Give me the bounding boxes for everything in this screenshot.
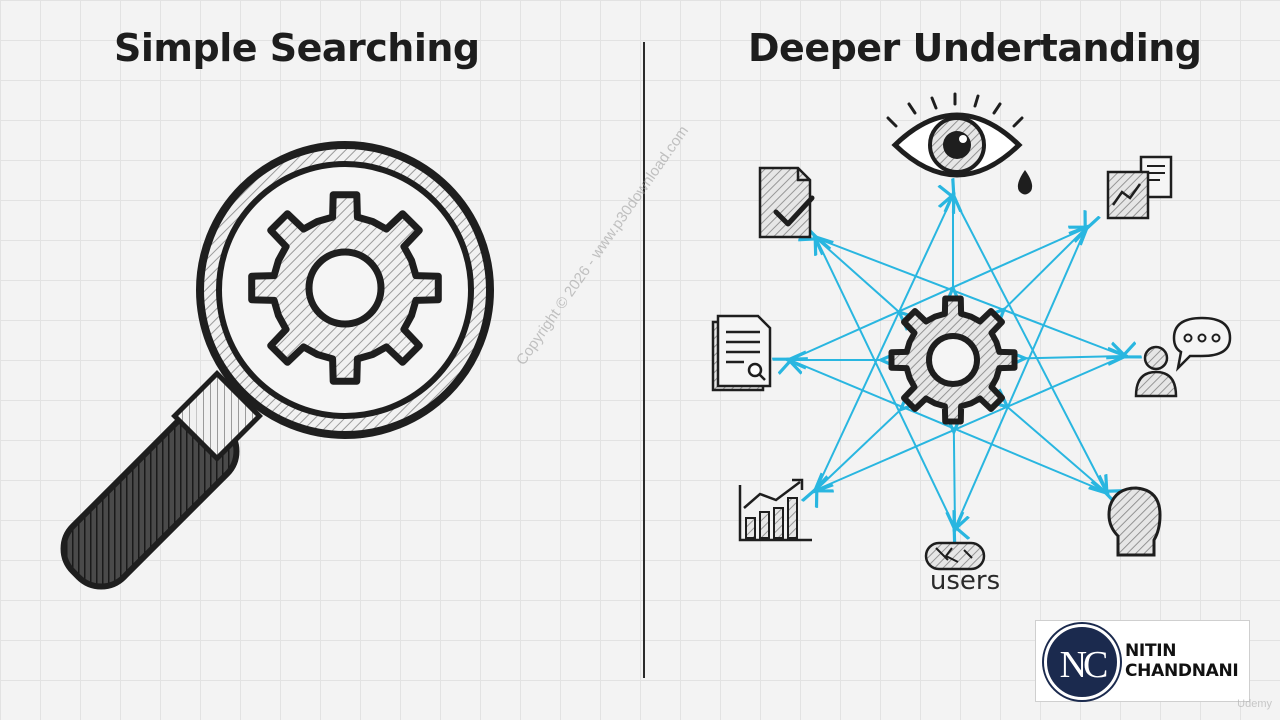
nc-logo: NC xyxy=(1044,624,1120,700)
users-icon xyxy=(924,541,986,571)
center-gear-icon xyxy=(888,295,1018,425)
star-arrow xyxy=(816,238,1124,356)
spoke-arrow xyxy=(1003,228,1086,311)
platform-watermark: Udemy xyxy=(1237,698,1272,710)
checked-document-icon xyxy=(758,166,815,239)
connection-arrows xyxy=(790,196,1124,528)
eye-icon xyxy=(886,92,1033,195)
bar-chart-icon xyxy=(738,478,812,542)
head-profile-icon xyxy=(1107,486,1162,557)
magnifier-handle xyxy=(60,370,263,590)
users-label: users xyxy=(929,566,1001,596)
spoke-arrow xyxy=(816,408,902,490)
deeper-understanding-title: Deeper Undertanding xyxy=(748,26,1202,70)
logo-initials: NC xyxy=(1059,644,1109,686)
magnifying-glass-illustration xyxy=(60,141,494,590)
spoke-arrow xyxy=(1006,406,1106,492)
panel-divider xyxy=(643,42,645,678)
spoke-arrow xyxy=(816,238,901,313)
magnifier-gear-icon xyxy=(248,191,442,385)
instructor-brand-badge: NC NITIN CHANDNANI xyxy=(1035,620,1250,702)
simple-searching-title: Simple Searching xyxy=(114,26,480,70)
search-document-icon xyxy=(711,314,772,392)
chart-report-icon xyxy=(1106,155,1173,220)
brand-last-name: CHANDNANI xyxy=(1125,661,1239,681)
spoke-arrow xyxy=(954,430,955,528)
spoke-arrow xyxy=(1023,356,1124,358)
brand-first-name: NITIN xyxy=(1125,641,1177,661)
user-chat-icon xyxy=(1134,316,1232,398)
